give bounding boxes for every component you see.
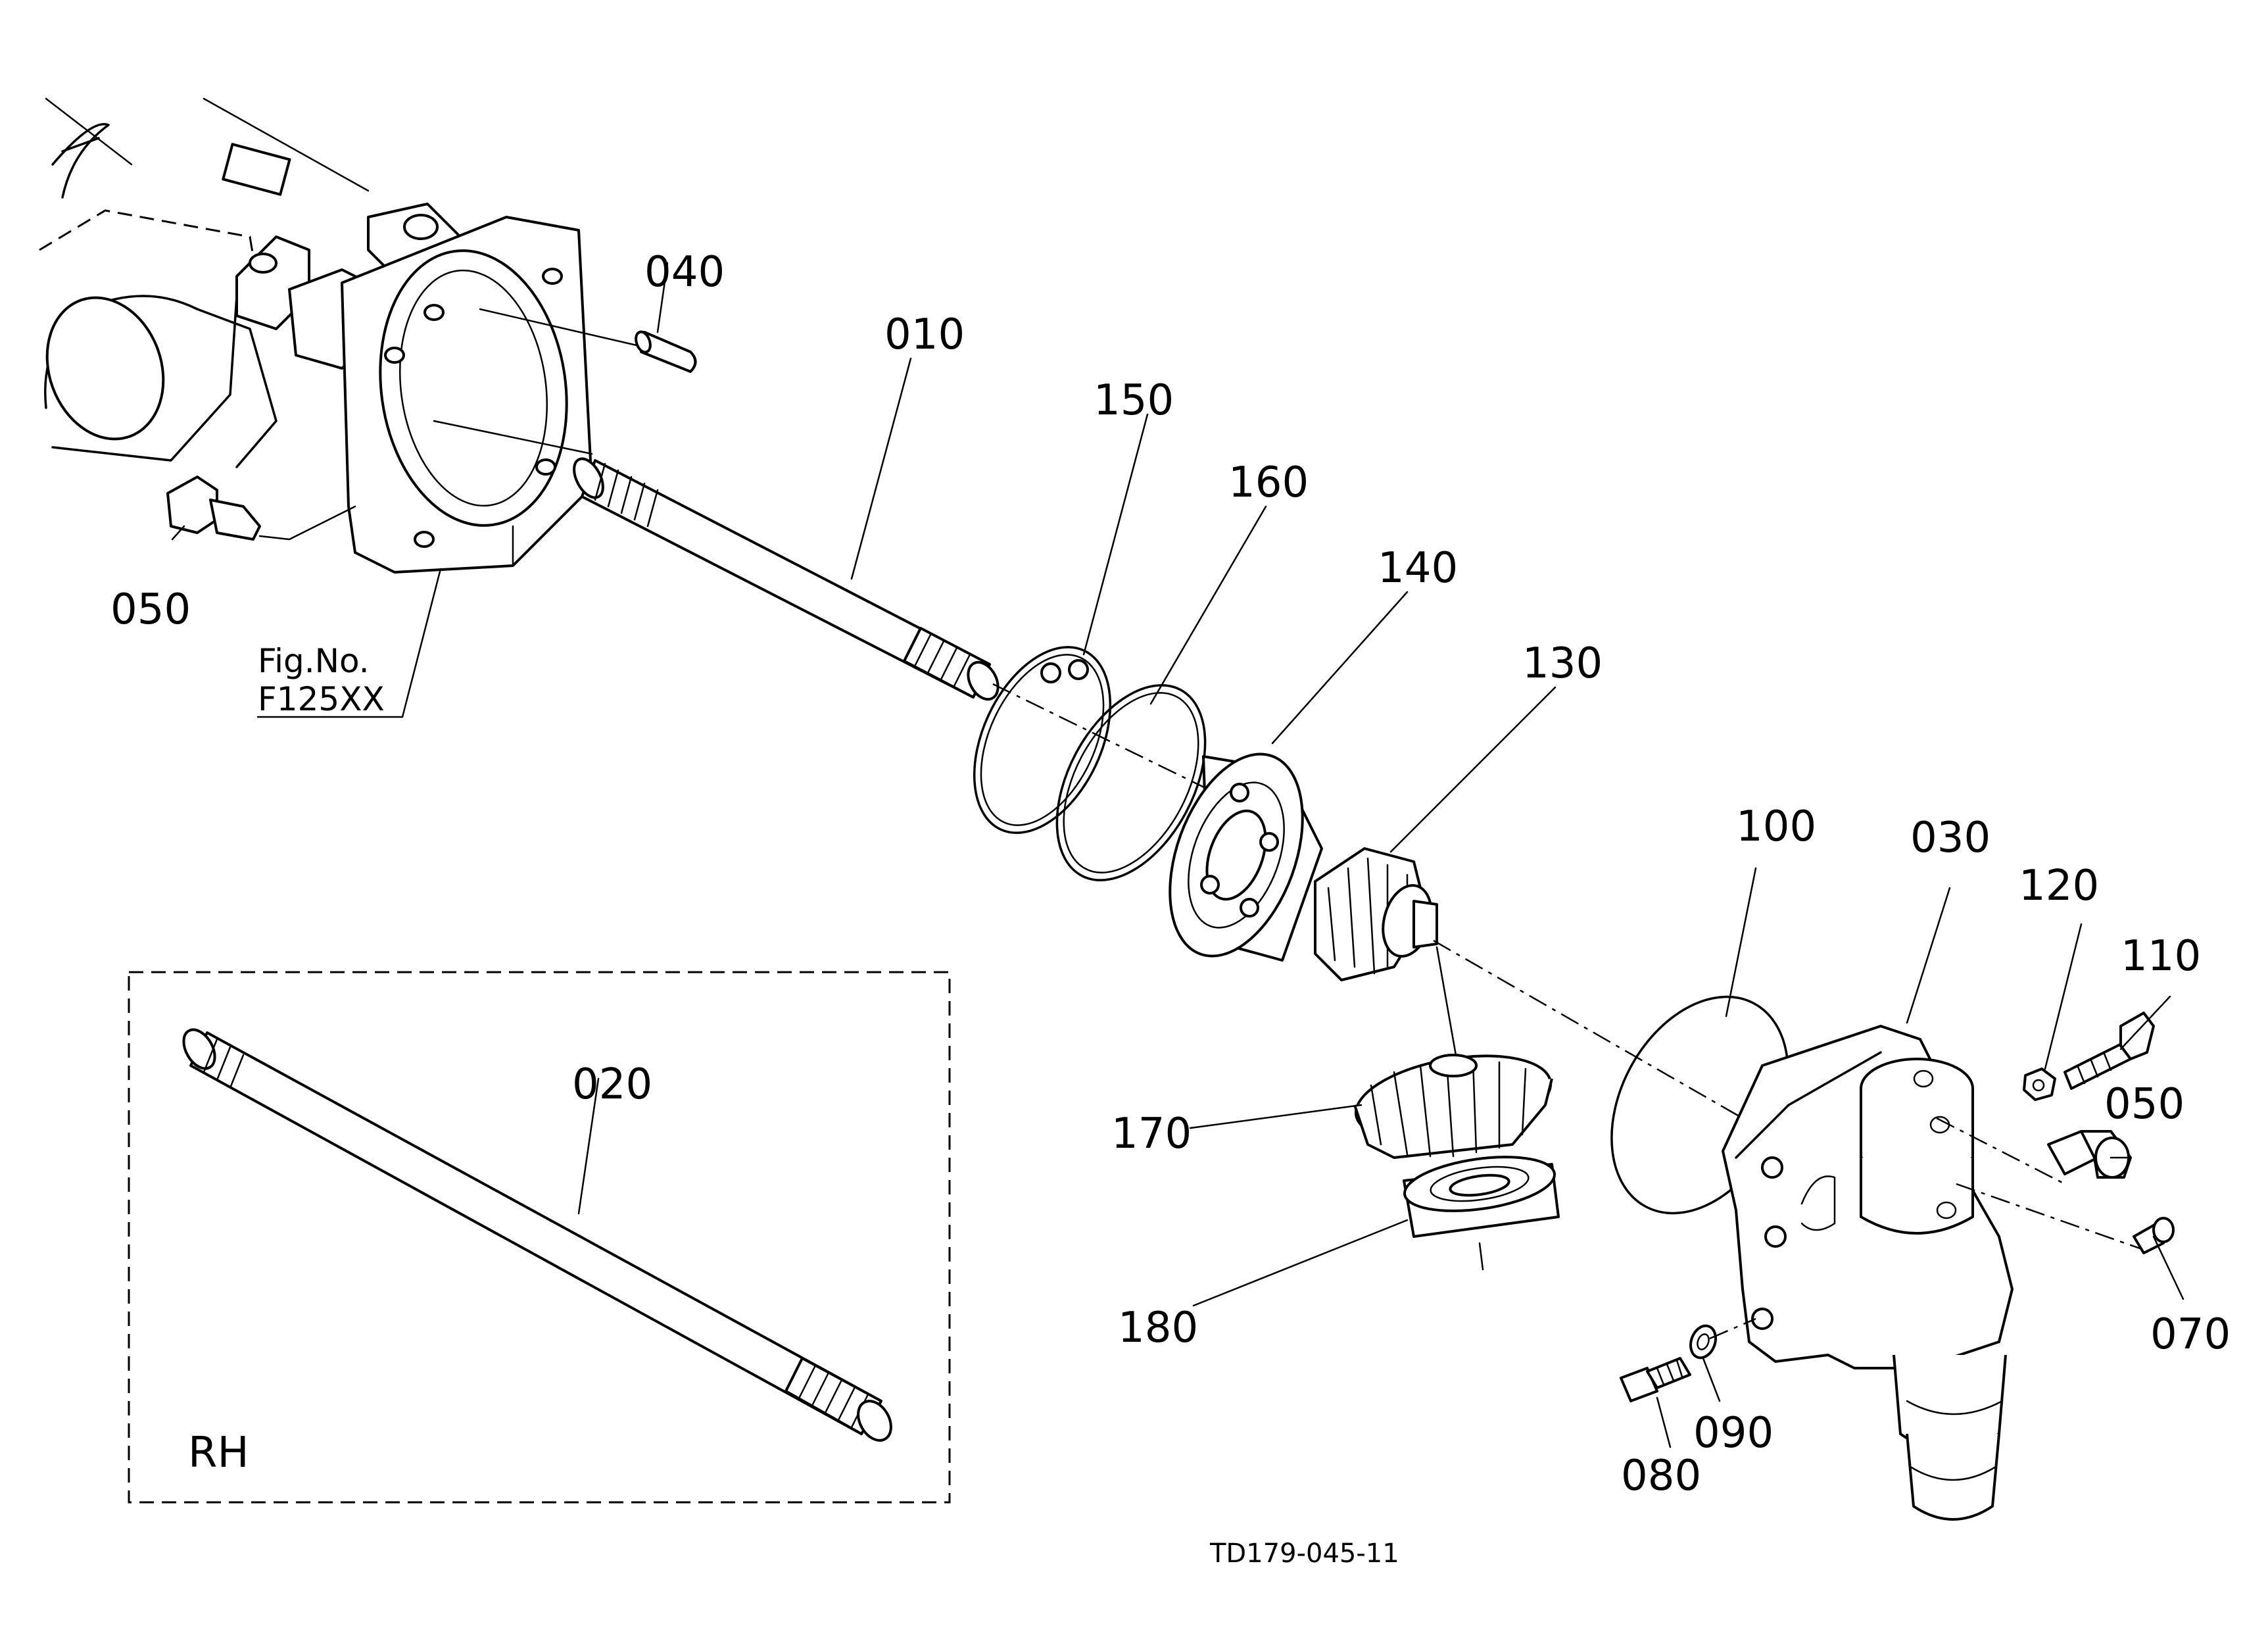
inset-rh: RH bbox=[128, 971, 951, 1504]
plug-080 bbox=[1620, 1357, 1691, 1402]
inset-label: RH bbox=[188, 1429, 249, 1477]
figure-reference: Fig.No. F125XX bbox=[258, 642, 385, 718]
nut-120 bbox=[2023, 1068, 2056, 1101]
ball-bearing-140 bbox=[1169, 752, 1323, 962]
callout-150: 150 bbox=[1094, 376, 1174, 425]
callout-030: 030 bbox=[1910, 814, 1991, 862]
callout-070: 070 bbox=[2150, 1310, 2231, 1359]
leader-lines bbox=[171, 262, 2184, 1448]
ball-bearing-180 bbox=[1403, 1156, 1560, 1271]
callout-040: 040 bbox=[644, 248, 725, 297]
bolt-110 bbox=[2063, 1012, 2155, 1090]
circlip-150 bbox=[973, 646, 1112, 834]
callout-labels: 010 040 050 150 160 140 130 100 030 120 … bbox=[110, 248, 2231, 1500]
shim-ring-160 bbox=[1055, 684, 1207, 881]
callout-080: 080 bbox=[1621, 1452, 1701, 1500]
callout-140: 140 bbox=[1378, 544, 1458, 593]
callout-050-right: 050 bbox=[2104, 1080, 2184, 1129]
callout-020: 020 bbox=[572, 1060, 652, 1109]
callout-100: 100 bbox=[1736, 802, 1816, 851]
bevel-gear-170 bbox=[1353, 1054, 1553, 1159]
plug-050-left bbox=[166, 476, 356, 541]
drawing-code: TD179-045-11 bbox=[1209, 1538, 1399, 1569]
callout-160: 160 bbox=[1228, 458, 1309, 507]
callout-120: 120 bbox=[2019, 862, 2099, 910]
bush-070 bbox=[2133, 1217, 2175, 1254]
callout-090: 090 bbox=[1693, 1409, 1773, 1458]
dowel-pin-040 bbox=[479, 308, 697, 373]
callout-050-left: 050 bbox=[110, 585, 191, 634]
callout-180: 180 bbox=[1118, 1304, 1198, 1352]
axle-shaft-020 bbox=[182, 1028, 892, 1442]
figure-ref-line2: F125XX bbox=[258, 680, 385, 718]
washer-090 bbox=[1689, 1317, 1756, 1360]
callout-170: 170 bbox=[1111, 1110, 1192, 1158]
callout-010: 010 bbox=[884, 310, 965, 359]
axle-housing bbox=[39, 97, 593, 574]
plug-050-right bbox=[2047, 1130, 2132, 1179]
axle-shaft-010 bbox=[573, 457, 1290, 830]
figure-ref-line1: Fig.No. bbox=[258, 642, 370, 680]
callout-110: 110 bbox=[2121, 932, 2201, 981]
final-case-030 bbox=[1722, 1025, 2144, 1521]
bevel-pinion-130 bbox=[1314, 847, 1743, 1119]
callout-130: 130 bbox=[1522, 639, 1603, 688]
